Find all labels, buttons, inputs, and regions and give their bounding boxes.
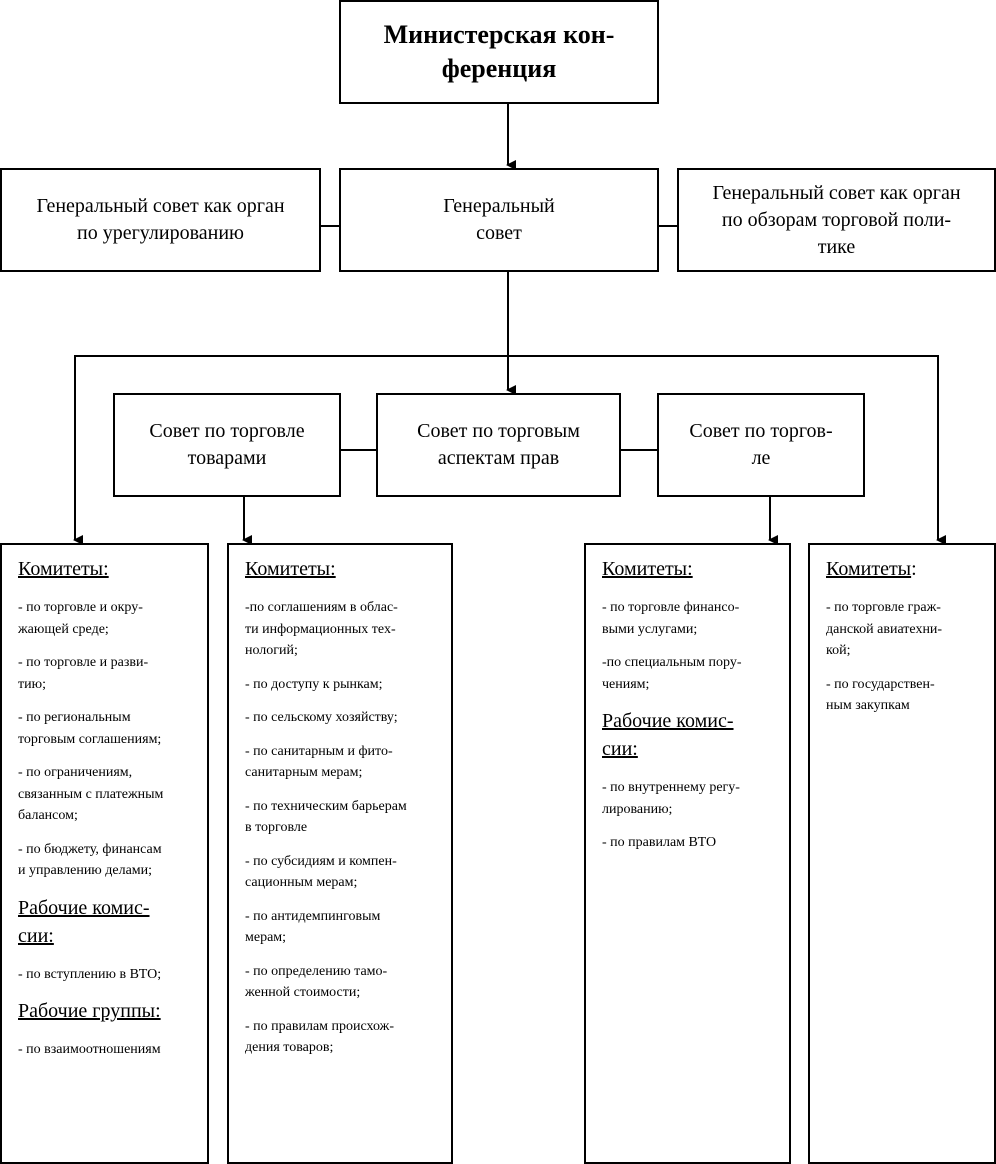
committees-heading: Комитеты: [602,558,693,580]
arrow-council-to-col4 [508,355,946,545]
committees-heading: Комитеты: [826,558,917,580]
list-item: - по торговле граж- данской авиатехни- к… [826,600,943,658]
list-item: - по региональным торговым соглашениям; [18,710,162,747]
list-item: - по сельскому хозяйству; [245,710,398,725]
arrow-council-to-col1 [73,355,508,545]
list-item: - по доступу к рынкам; [245,676,383,692]
trips-council-label: Совет по торговым аспектам прав [417,420,580,469]
dispute-settlement-body-box: Генеральный совет как орган по урегулиро… [0,168,321,272]
goods-committees-column: Комитеты: -по соглашениям в облас- ти ин… [227,543,453,1164]
list-item: - по бюджету, финансам и управлению дела… [18,841,162,879]
goods-council-box: Совет по торговле товарами [113,393,341,497]
trade-policy-review-body-box: Генеральный совет как орган по обзорам т… [677,168,996,272]
list-item: - по торговле и разви- тию; [18,655,149,692]
general-council-label: Генеральный совет [443,195,555,244]
list-item: - по торговле финансо- выми услугами; [602,600,740,637]
services-council-box: Совет по торгов- ле [657,393,865,497]
committees-heading: Комитеты: [245,558,336,580]
trips-council-box: Совет по торговым аспектам прав [376,393,621,497]
list-item: -по специальным пору- чениям; [602,655,742,692]
list-item: - по определению тамо- женной стоимости; [245,963,388,1001]
list-item: - по вступлению в ВТО; [18,966,162,982]
list-item: - по торговле и окру- жающей среде; [18,600,143,637]
working-parties-heading: Рабочие комис- сии: [18,896,150,947]
trade-policy-review-body-label: Генеральный совет как орган по обзорам т… [712,181,961,258]
working-groups-heading: Рабочие группы: [18,1000,161,1022]
services-committees-column: Комитеты: - по торговле финансо- выми ус… [584,543,791,1164]
list-item: - по правилам происхож- дения товаров; [245,1018,394,1056]
list-item: - по ограничениям, связанным с платежным… [18,765,164,823]
list-item: - по внутреннему регу- лированию; [602,780,740,817]
general-council-box: Генеральный совет [339,168,659,272]
services-council-label: Совет по торгов- ле [689,420,833,469]
committees-heading-colon: : [911,558,917,580]
goods-council-label: Совет по торговле товарами [149,420,305,469]
list-item: - по антидемпинговым мерам; [245,908,381,946]
ministerial-conference-box: Министерская кон- ференция [339,0,659,104]
list-item: - по правилам ВТО [602,835,717,850]
dispute-settlement-body-label: Генеральный совет как орган по урегулиро… [36,195,285,244]
list-item: - по взаимоотношениям [18,1042,161,1057]
list-item: - по государствен- ным закупкам [826,676,935,714]
list-item: - по санитарным и фито- санитарным мерам… [245,743,393,781]
list-item: - по техническим барьерам в торговле [245,798,407,836]
general-council-committees-column: Комитеты: - по торговле и окру- жающей с… [0,543,209,1164]
list-item: - по субсидиям и компен- сационным мерам… [245,853,397,891]
ministerial-conference-title: Министерская кон- ференция [383,20,615,83]
list-item: -по соглашениям в облас- ти информационн… [245,600,398,658]
working-parties-heading: Рабочие комис- сии: [602,710,734,760]
committees-heading: Комитеты: [18,558,109,580]
plurilateral-committees-column: Комитеты: - по торговле граж- данской ав… [808,543,996,1164]
